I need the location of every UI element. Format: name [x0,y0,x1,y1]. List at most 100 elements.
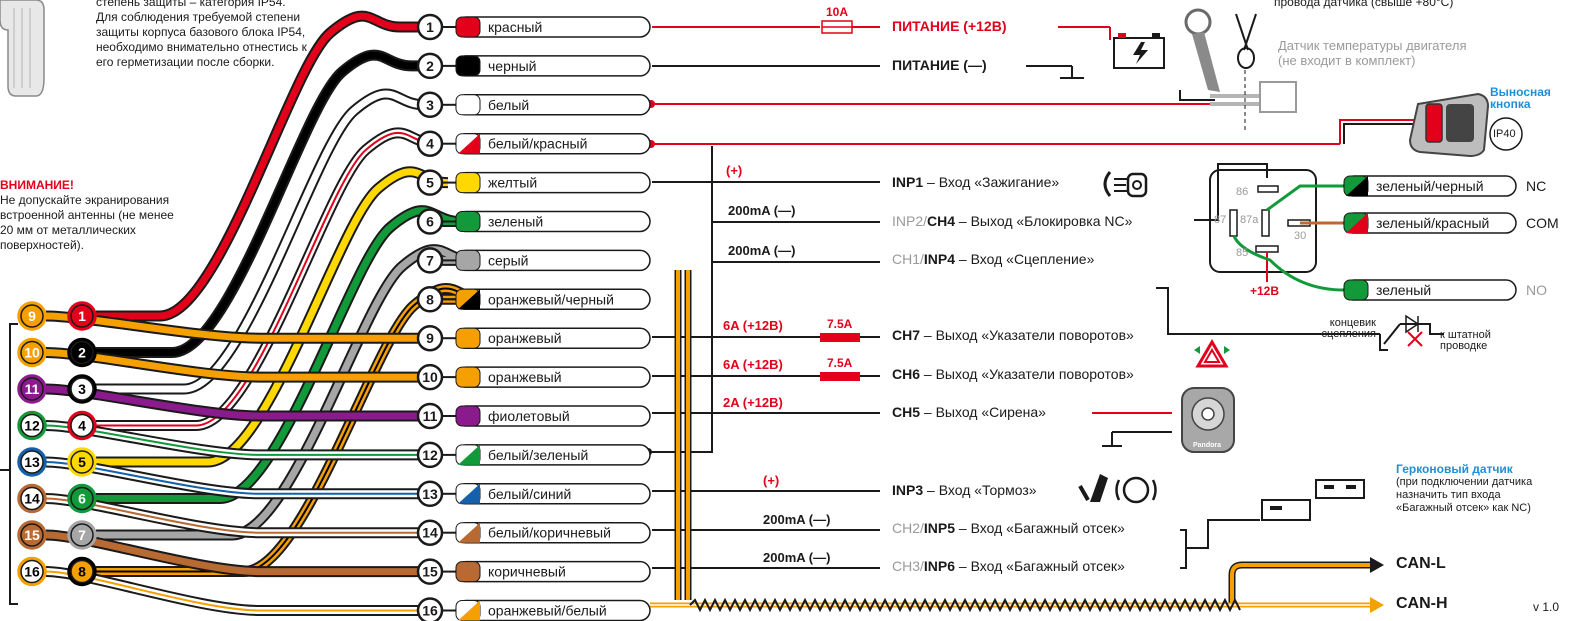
wire-color-swatch [455,211,481,232]
wire-label-box [455,55,651,77]
wire-label: черный [488,58,536,74]
siren-icon [1181,387,1235,453]
wire-label: фиолетовый [488,408,570,424]
pin-number: 8 [78,564,86,580]
pin-circle [70,486,94,511]
wire-number: 15 [422,564,438,580]
relay-output-label: зеленый [1376,282,1431,298]
fuse-ch6-rating: 7.5A [827,356,853,370]
pin-number: 13 [24,454,40,470]
ch4-alt: INP2/ [892,213,928,229]
pin-number: 10 [24,345,40,361]
pin-circle [20,304,44,328]
pin-circle [70,340,94,365]
clutch-line: сцепления [1321,328,1376,340]
wire-label-box [455,210,651,233]
remote-button-title-line: Выносная [1490,85,1551,99]
pin-circle [20,377,44,401]
wire-color-stripe [458,289,480,310]
wire-label: желтый [488,175,537,191]
pin-circle [20,559,44,584]
wire-number: 12 [422,447,438,463]
relay-plus-label: +12В [1250,284,1280,298]
reed-note: Герконовый датчик (при подключении датчи… [1396,463,1532,515]
wire-10 [45,349,418,381]
pin-circle [70,559,94,584]
clutch-to-line: к штатной [1440,329,1491,341]
relay-color-swatch [1343,279,1369,301]
pin-circle [70,523,94,547]
relay-pin-87a: 87a [1240,214,1259,226]
inp3-code: INP3 [892,482,924,498]
clutch-switch-icon [1379,314,1444,351]
wire-number: 5 [426,175,434,191]
ch7-desc: – Выход «Указатели поворотов» [920,327,1134,343]
wire-label: оранжевый [488,369,562,385]
connector-pin-16: 16 [17,556,47,587]
version-label: v 1.0 [1533,600,1560,614]
ch3-label: CH3/INP6 – Вход «Багажный отсек» [892,559,1125,574]
wire-color-stripe [458,133,480,154]
current-ch1: 200mA (—) [728,243,796,258]
connector-pin-10: 10 [17,337,47,368]
wire-7 [96,246,473,539]
pin-number: 6 [78,491,86,507]
wire-number: 3 [426,97,434,113]
pin-number: 15 [24,527,40,543]
fuse-ch7-icon [820,333,860,342]
decorations [0,0,1523,613]
wire-tag-7: 7 серый [416,247,651,274]
wire-label: белый/зеленый [488,447,588,463]
wire-label: серый [488,252,528,268]
note-line: степень защиты – категория IP54. [96,0,286,9]
pin-circle [20,340,44,365]
wire-number: 7 [426,252,434,268]
reed-sensor-icon [1261,479,1365,521]
wire-9 [45,312,418,342]
fuse-ch7-rating: 7.5A [827,317,853,331]
warning-line: 20 мм от металлических [0,223,136,237]
relay-pin-30: 30 [1294,230,1307,242]
pin-number: 7 [78,527,86,543]
relay-output-tag: COM [1526,215,1559,231]
pin-circle [70,413,94,438]
clutch-to-note: к штатной проводке [1440,330,1491,352]
connector-pin-7: 7 [67,520,97,550]
wire-15 [45,531,418,576]
wire-3 [96,90,425,393]
temp-sensor-line: (не входит в комплект) [1278,53,1416,68]
wire-color-swatch [455,249,481,271]
wire-color-swatch [455,16,481,38]
wire-color-swatch [455,561,481,583]
pin-number: 9 [28,308,36,324]
pin-number: 2 [78,345,86,361]
ch3-desc: – Вход «Багажный отсек» [955,558,1125,574]
pin-circle [20,413,44,438]
current-inp3: (+) [763,473,780,488]
warning-line: поверхностей). [0,238,84,252]
relay-icon [1194,163,1345,292]
wire-number: 1 [426,19,434,35]
harness-wires [45,10,485,616]
pin-circle [70,450,94,474]
relay-pin-85: 85 [1236,247,1249,259]
wire-number: 13 [422,486,438,502]
ch1-desc: – Вход «Сцепление» [955,251,1095,267]
wire-label-box [455,16,651,38]
pin-number: 14 [24,491,40,507]
wire-2 [96,51,418,356]
inp3-desc: – Вход «Тормоз» [923,482,1037,498]
connector-bracket [9,323,18,605]
wire-16-stripe [45,570,418,612]
wire-label-box [455,249,651,272]
turn-signal-icon [1194,339,1230,368]
note-line: необходимо внимательно отнестись к [96,40,307,54]
